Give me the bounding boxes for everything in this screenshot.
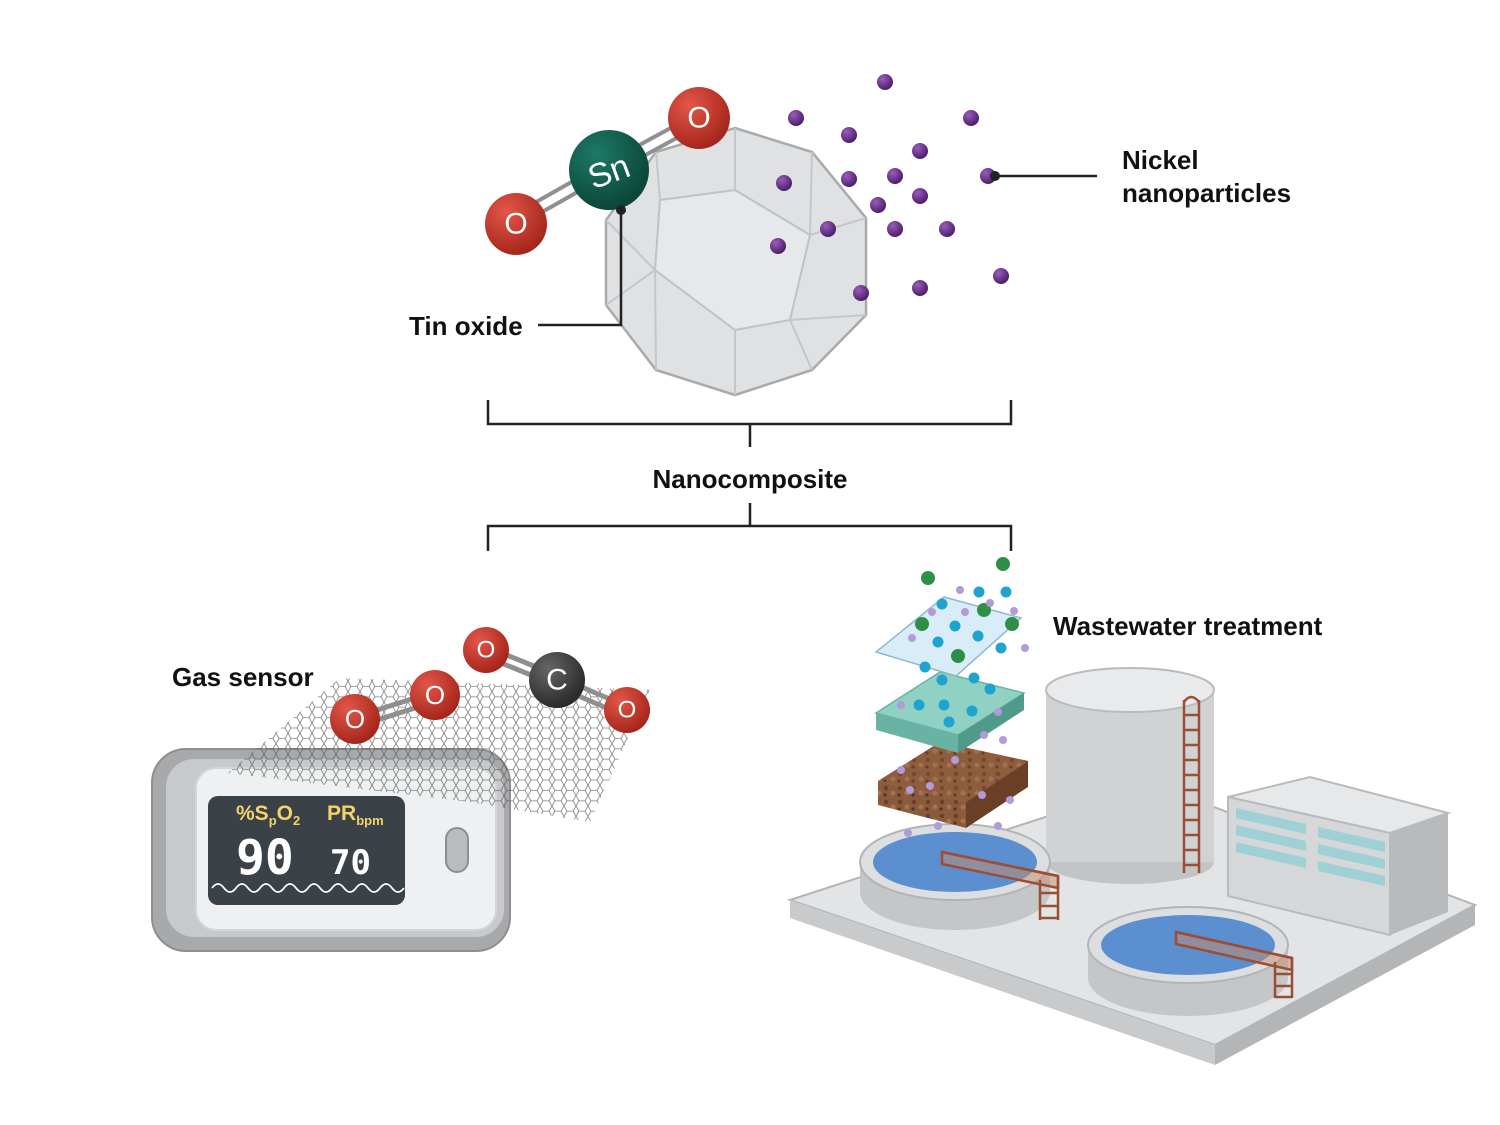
nickel-label-line2: nanoparticles	[1122, 178, 1291, 208]
oxygen-atom-label: O	[687, 102, 710, 135]
pulse-oximeter: %SpO2 PRbpm 90 70	[151, 748, 511, 952]
tin-oxide-label: Tin oxide	[409, 311, 523, 341]
tin-oxide-leader	[538, 205, 626, 327]
oxygen-atom	[668, 87, 730, 149]
nickel-label-line1: Nickel	[1122, 145, 1199, 175]
wastewater-label: Wastewater treatment	[1053, 611, 1323, 641]
tin-atom	[569, 130, 649, 210]
oxygen-atom-label: O	[425, 680, 445, 710]
oxygen-atom-label: O	[345, 704, 365, 734]
pulse-waveform	[211, 883, 405, 893]
carbon-atom-label: C	[546, 664, 568, 697]
pr-value: 70	[330, 843, 371, 883]
tank-ladder	[1182, 695, 1201, 873]
clarifier-tank-2	[1087, 906, 1294, 1016]
pr-label: PRbpm	[327, 802, 384, 828]
storage-tank	[1045, 667, 1215, 884]
polyhedron-shell	[604, 126, 868, 397]
oxygen-atom	[485, 193, 547, 255]
oxygen-atom-label: O	[504, 208, 527, 241]
carbon-dioxide-molecule: O C O	[463, 627, 650, 733]
tin-oxide-molecule: O Sn O	[485, 87, 730, 255]
clarifier-1-walkway	[940, 850, 1060, 920]
filter-stack	[874, 596, 1028, 828]
spo2-label: %SpO2	[236, 802, 300, 828]
nanocomposite-label: Nanocomposite	[652, 464, 847, 494]
clarifier-2-walkway	[1174, 930, 1294, 999]
pollutant-particles	[897, 557, 1029, 837]
oxygen-molecule: O O	[330, 670, 460, 744]
oximeter-screen	[208, 796, 405, 905]
bottom-bracket	[486, 503, 1013, 551]
top-bracket	[486, 400, 1013, 447]
spo2-value: 90	[236, 830, 294, 886]
nickel-nanoparticles	[770, 74, 1009, 301]
control-building	[1227, 775, 1452, 937]
clarifier-tank-1	[859, 823, 1060, 930]
oximeter-button	[445, 827, 469, 873]
oxygen-atom-label: O	[618, 697, 637, 724]
building-windows	[1236, 808, 1385, 886]
nickel-leader	[990, 171, 1097, 181]
gas-sensor-label: Gas sensor	[172, 662, 314, 692]
oxygen-atom-label: O	[477, 637, 496, 664]
